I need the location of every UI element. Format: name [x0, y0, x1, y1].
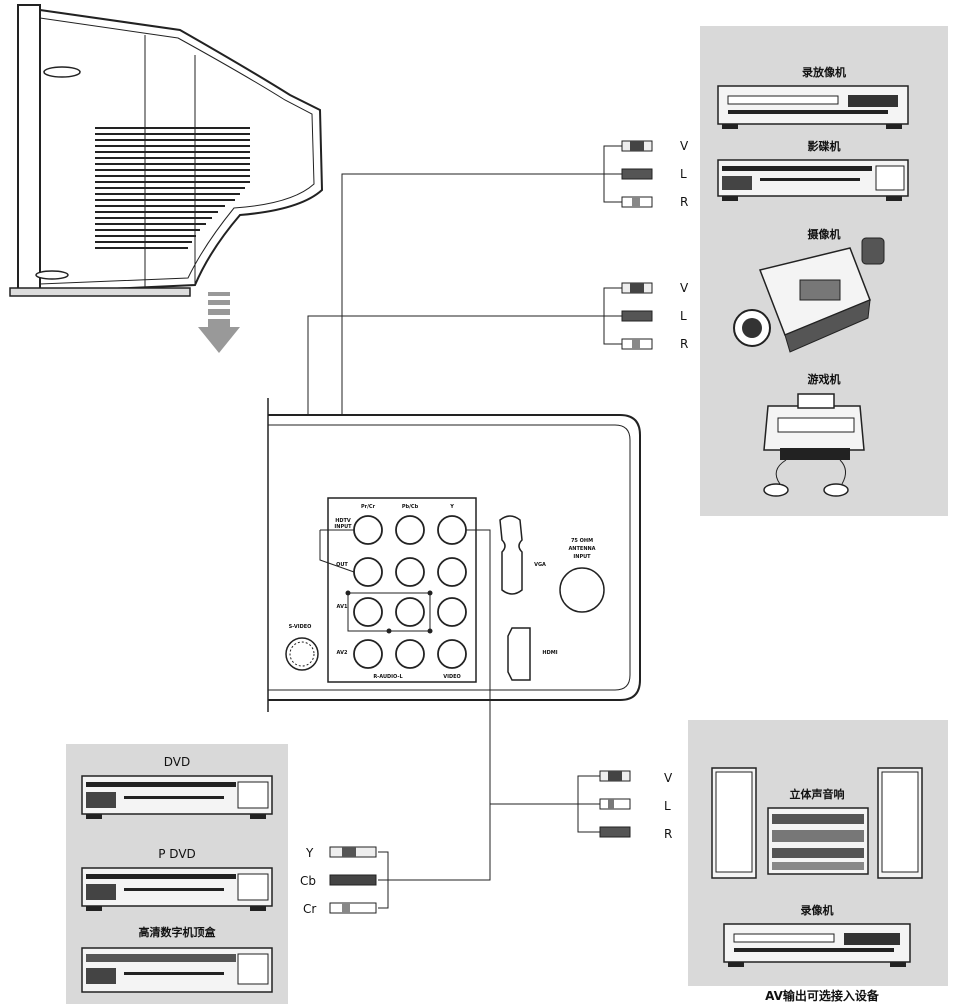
vga-port: [499, 515, 523, 595]
hdtv-input-label-2: INPUT: [334, 524, 352, 530]
vcd-player-device: 影碟机: [717, 139, 909, 201]
rca-plug-y: [329, 846, 377, 858]
s-video-port: [285, 637, 319, 671]
vga-label: VGA: [534, 562, 546, 568]
hd-set-top-box-label: 高清数字机顶盒: [139, 925, 217, 939]
rca-plug-l3: [599, 798, 631, 810]
game-console-device: 游戏机: [763, 372, 865, 497]
cable1-v-label: V: [680, 139, 689, 153]
rca-plug-cb: [329, 874, 377, 886]
game-console-label: 游戏机: [808, 372, 841, 386]
p-dvd-label: P DVD: [158, 847, 196, 861]
vcd-player-label: 影碟机: [808, 139, 841, 153]
hd-set-top-box-device: 高清数字机顶盒: [81, 925, 273, 993]
hdmi-port: [507, 627, 531, 681]
av1-label: AV1: [337, 604, 348, 610]
video-label: VIDEO: [443, 674, 461, 680]
rca-plug-r3: [599, 826, 631, 838]
vcr-label: 录放像机: [802, 65, 846, 79]
antenna-label-3: INPUT: [573, 554, 591, 560]
camcorder-label: 摄像机: [808, 227, 841, 241]
down-arrow-icon: [198, 292, 240, 353]
tv-rear-panel: Pr/Cr Pb/Cb Y HDTV INPUT OUT AV1 AV2 S-V…: [267, 398, 641, 712]
component-cables: Y Cb Cr: [300, 804, 491, 916]
rca-plug-r2: [621, 338, 653, 350]
antenna-input-port: [559, 567, 605, 613]
rca-plug-v1: [621, 140, 653, 152]
pr-cr-label: Pr/Cr: [361, 504, 376, 510]
dvd-device: DVD: [81, 755, 273, 819]
rca-plug-l1: [621, 168, 653, 180]
cr-cable-label: Cr: [303, 902, 316, 916]
rca-plug-v2: [621, 282, 653, 294]
cable3-l-label: L: [664, 799, 671, 813]
y-cable-label: Y: [305, 846, 314, 860]
stereo-device: 立体声音响: [711, 767, 923, 879]
recorder-label: 录像机: [801, 903, 834, 917]
jacks-row-av2: [353, 639, 467, 669]
p-dvd-device: P DVD: [81, 847, 273, 911]
cable3-v-label: V: [664, 771, 673, 785]
dvd-label: DVD: [164, 755, 190, 769]
rca-plug-cr: [329, 902, 377, 914]
s-video-label: S-VIDEO: [289, 624, 312, 630]
av-cable-group-3: V L R: [489, 690, 673, 841]
hdmi-label: HDMI: [542, 650, 557, 656]
cable2-v-label: V: [680, 281, 689, 295]
av-output-caption: AV输出可选接入设备: [765, 988, 880, 1003]
cable1-r-label: R: [680, 195, 688, 209]
antenna-label-1: 75 OHM: [571, 538, 593, 544]
cable2-r-label: R: [680, 337, 688, 351]
rca-plug-v3: [599, 770, 631, 782]
rca-plug-l2: [621, 310, 653, 322]
cable2-l-label: L: [680, 309, 687, 323]
cb-cable-label: Cb: [300, 874, 316, 888]
av2-label: AV2: [337, 650, 348, 656]
pb-cb-label: Pb/Cb: [402, 504, 419, 510]
camcorder-device: 摄像机: [733, 227, 885, 353]
hdtv-input-label: HDTV: [335, 518, 351, 524]
recorder-device: 录像机: [723, 903, 911, 967]
jacks-row-av1: [345, 590, 467, 634]
r-audio-l-label: R-AUDIO-L: [373, 674, 403, 680]
vcr-device: 录放像机: [717, 65, 909, 129]
cable1-l-label: L: [680, 167, 687, 181]
out-label: OUT: [336, 562, 348, 568]
tv-side-view: [9, 4, 324, 297]
y-label: Y: [449, 504, 454, 510]
cable3-r-label: R: [664, 827, 672, 841]
antenna-label-2: ANTENNA: [568, 546, 595, 552]
jacks-row-out: [353, 557, 467, 587]
rca-plug-r1: [621, 196, 653, 208]
stereo-label: 立体声音响: [790, 787, 845, 801]
